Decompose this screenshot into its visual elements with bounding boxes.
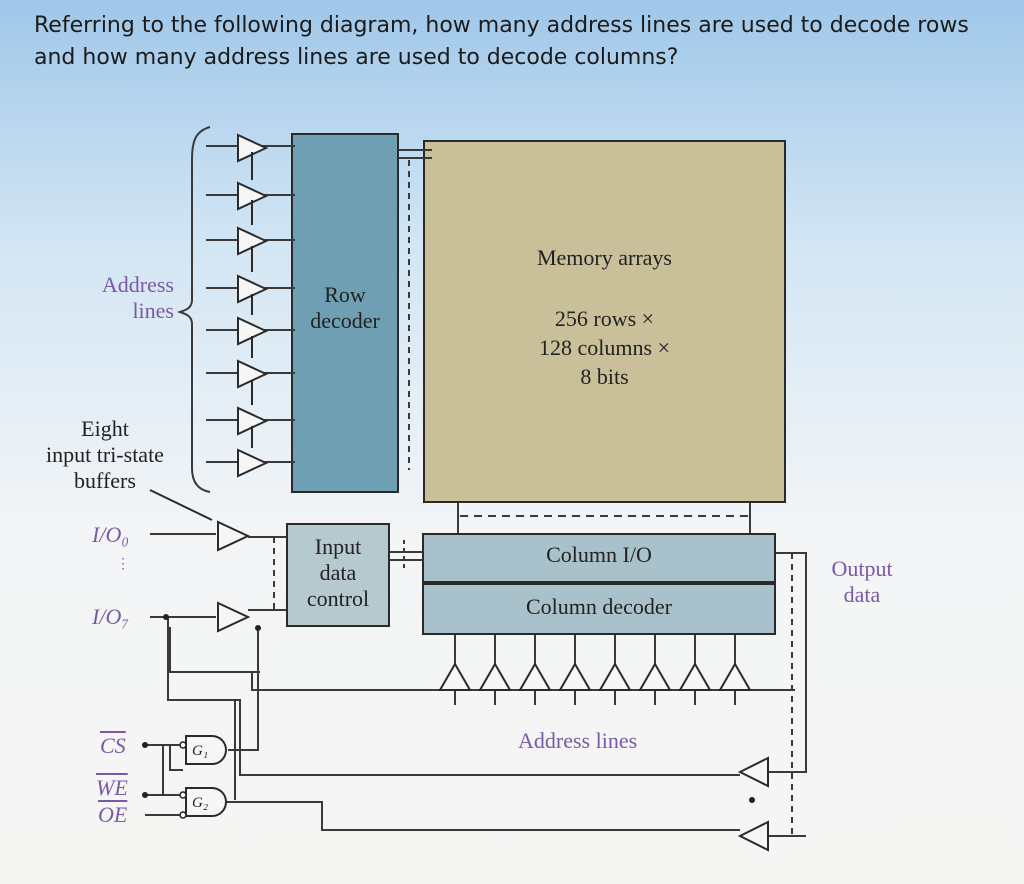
output-buffers: [737, 756, 769, 852]
wordline-bus: [399, 149, 432, 159]
logic-gates: [185, 735, 227, 817]
io-ellipsis: ⋮: [116, 557, 130, 572]
column-io-block: [422, 533, 776, 583]
oe-label: OE: [98, 802, 128, 827]
row-decoder-label: Row decoder: [310, 282, 380, 333]
row-address-buffers: [237, 133, 269, 478]
row-decoder-block: [291, 133, 399, 493]
cs-label: CS: [100, 733, 126, 758]
address-lines-left-label: Address lines: [101, 272, 174, 323]
memory-spec: 256 rows × 128 columns × 8 bits: [539, 306, 670, 389]
address-lines-brace: [176, 126, 211, 493]
output-data-label: Output data: [831, 556, 893, 607]
question-line-2: and how many address lines are used to d…: [34, 45, 679, 70]
g1-label: G₁: [192, 743, 209, 759]
memory-title: Memory arrays: [536, 245, 672, 270]
column-address-buffers: [438, 661, 752, 691]
input-data-control-block: [286, 523, 390, 627]
g2-label: G₂: [192, 795, 209, 811]
question-text: Referring to the following diagram, how …: [34, 10, 994, 74]
io-wires: [150, 533, 216, 618]
column-io-label: Column I/O: [546, 542, 652, 567]
io-buffers: [217, 520, 251, 633]
question-line-1: Referring to the following diagram, how …: [34, 13, 969, 38]
we-label: WE: [96, 775, 128, 800]
address-lines-bottom-label: Address lines: [518, 728, 638, 753]
input-data-control-label: Input data control: [306, 534, 370, 611]
column-decoder-label: Column decoder: [525, 594, 673, 619]
memory-array-block: [423, 140, 786, 503]
io0-label: I/O₀: [92, 522, 129, 547]
io7-label: I/O₇: [92, 604, 129, 629]
buffers-pointer: [149, 489, 213, 521]
column-decoder-block: [422, 583, 776, 635]
buffers-label: Eight input tri-state buffers: [46, 416, 164, 493]
